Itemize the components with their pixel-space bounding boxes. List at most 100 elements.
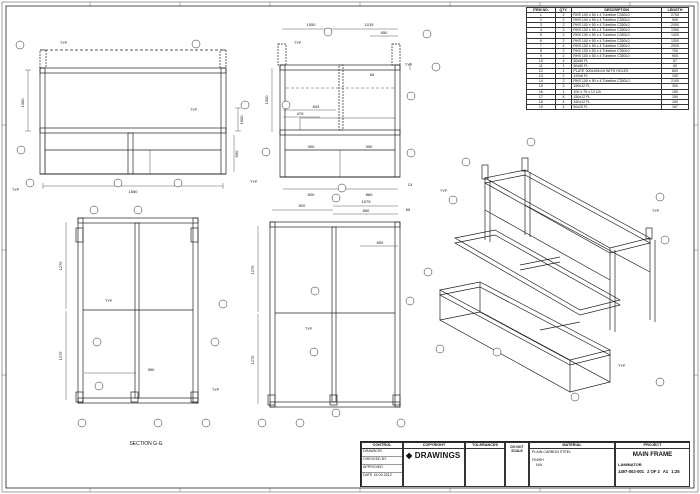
bom-description: RHS 100 x 50 x 4 Tubeline C350L0	[571, 27, 663, 34]
control-row-drawn: DRAWN BY	[362, 449, 402, 457]
side-top-dim-c: 650	[381, 30, 388, 35]
bom-item-no: 6	[526, 37, 556, 44]
plan-right-small: 65	[406, 207, 411, 212]
control-row-date: DATE 15-09-2012	[362, 473, 402, 480]
logo-mark: ◆	[406, 451, 413, 460]
copyright-header: COPYRIGHT	[404, 443, 464, 449]
bom-length: 2700	[661, 12, 689, 19]
typ-label: TYP.	[305, 327, 313, 331]
bom-qty: 4	[554, 103, 573, 110]
bom-item-no: 15	[526, 83, 556, 90]
typ-label: TYP.	[618, 364, 626, 368]
side-w-dim-a: 900	[308, 144, 315, 149]
bom-description: PLATE 300x100x10 WITH HOLES	[571, 68, 663, 75]
control-row-approved: APPROVED	[362, 465, 402, 473]
company-logo: ◆ DRAWINGS	[404, 449, 464, 462]
control-section: CONTROL DRAWN BY CHECKED BY APPROVED DAT…	[361, 442, 403, 487]
bom-header-length: LENGTH	[661, 6, 689, 14]
bom-item-no: 7	[526, 42, 556, 49]
plan-right-width-c: 1075	[362, 199, 372, 204]
material-value: PLAIN CARBON STEEL	[532, 450, 572, 454]
side-small-dim: 13	[408, 182, 413, 187]
bom-length: 1350	[661, 27, 689, 34]
side-mid-dim-b: 479	[297, 111, 304, 116]
plan-right-dimensions	[257, 205, 398, 404]
item-balloons	[15, 27, 670, 428]
bom-length: 900	[661, 52, 689, 59]
control-label-checked: CHECKED BY	[363, 457, 387, 461]
side-bottom-dim-c: 860	[366, 192, 373, 197]
bom-description: 50x25 FL	[571, 103, 663, 110]
project-name: LAMINATOR	[618, 462, 642, 467]
typ-label: TYP.	[250, 180, 258, 184]
bom-length: 700	[661, 47, 689, 54]
logo-text: DRAWINGS	[414, 451, 461, 460]
bom-length: 2100	[661, 78, 689, 85]
sheet-size: A1	[662, 469, 669, 474]
tolerances-header: TOLERANCES	[466, 443, 504, 449]
control-label-drawn: DRAWN BY	[363, 449, 383, 453]
bom-item-no: 18	[526, 98, 556, 105]
front-sub-height-dim: 600	[234, 150, 239, 157]
bom-length: 2000	[661, 42, 689, 49]
date-value: 15-09-2012	[373, 473, 392, 477]
bom-header-row: ITEM NO. QTY. DESCRIPTION LENGTH	[526, 6, 689, 14]
bom-length: 167	[661, 103, 689, 110]
bom-length: 300	[661, 83, 689, 90]
bom-header-description: DESCRIPTION	[571, 6, 663, 14]
sheet-number: 2 OF 2	[647, 469, 660, 474]
front-view	[39, 49, 227, 175]
bom-length: 1400	[661, 32, 689, 39]
finish-value: N/A	[536, 463, 542, 467]
drawing-number: 1497-002-001	[618, 469, 645, 474]
side-right-dim: 65	[370, 72, 375, 77]
side-view	[277, 43, 401, 178]
typ-label: TYP.	[12, 188, 20, 192]
bom-item-no: 13	[526, 73, 556, 80]
project-header: PROJECT	[616, 443, 689, 449]
typ-label: TYP.	[105, 299, 113, 303]
title-block: CONTROL DRAWN BY CHECKED BY APPROVED DAT…	[360, 441, 690, 487]
plan-left-height-b: 1275	[58, 351, 63, 361]
bom-length: 67	[661, 57, 689, 65]
bom-length: 50	[661, 63, 689, 70]
section-label: SECTION G-G	[129, 441, 162, 447]
typ-label: TYP.	[440, 189, 448, 193]
side-height-dim: 1300	[264, 95, 269, 105]
front-view-dimensions	[25, 69, 241, 189]
bom-description: RHS 100 x 50 x 4 Tubeline C350L0	[571, 42, 663, 49]
bom-item-no: 16	[526, 88, 556, 95]
material-section: MATERIAL PLAIN CARBON STEEL FINISH N/A	[529, 442, 615, 487]
typ-label: TYP.	[294, 41, 302, 45]
front-width-dim: 1550	[129, 189, 139, 194]
bom-item-no: 19	[526, 103, 556, 110]
side-mid-dim-a: 843	[313, 104, 320, 109]
drawing-title: MAIN FRAME	[632, 451, 673, 458]
typ-label: TYP.	[405, 63, 413, 67]
front-right-height-dim: 1900	[239, 115, 244, 125]
control-header: CONTROL	[362, 443, 402, 449]
plan-right-mid: 650	[377, 240, 384, 245]
plan-right-width-b: 850	[363, 208, 370, 213]
plan-right-height-a: 1275	[250, 265, 255, 275]
bom-item-no: 4	[526, 27, 556, 34]
bom-length: 150	[661, 93, 689, 100]
typ-label: TYP.	[212, 388, 220, 392]
side-bottom-dim-a: 820	[308, 192, 315, 197]
bom-item-no: 2	[526, 17, 556, 24]
bom-description: RHS 100 x 50 x 4 Tubeline C350L0	[571, 78, 663, 85]
typ-label: TYP.	[60, 41, 68, 45]
bom-description: RHS 100 x 50 x 4 Tubeline C350L0	[571, 12, 663, 19]
